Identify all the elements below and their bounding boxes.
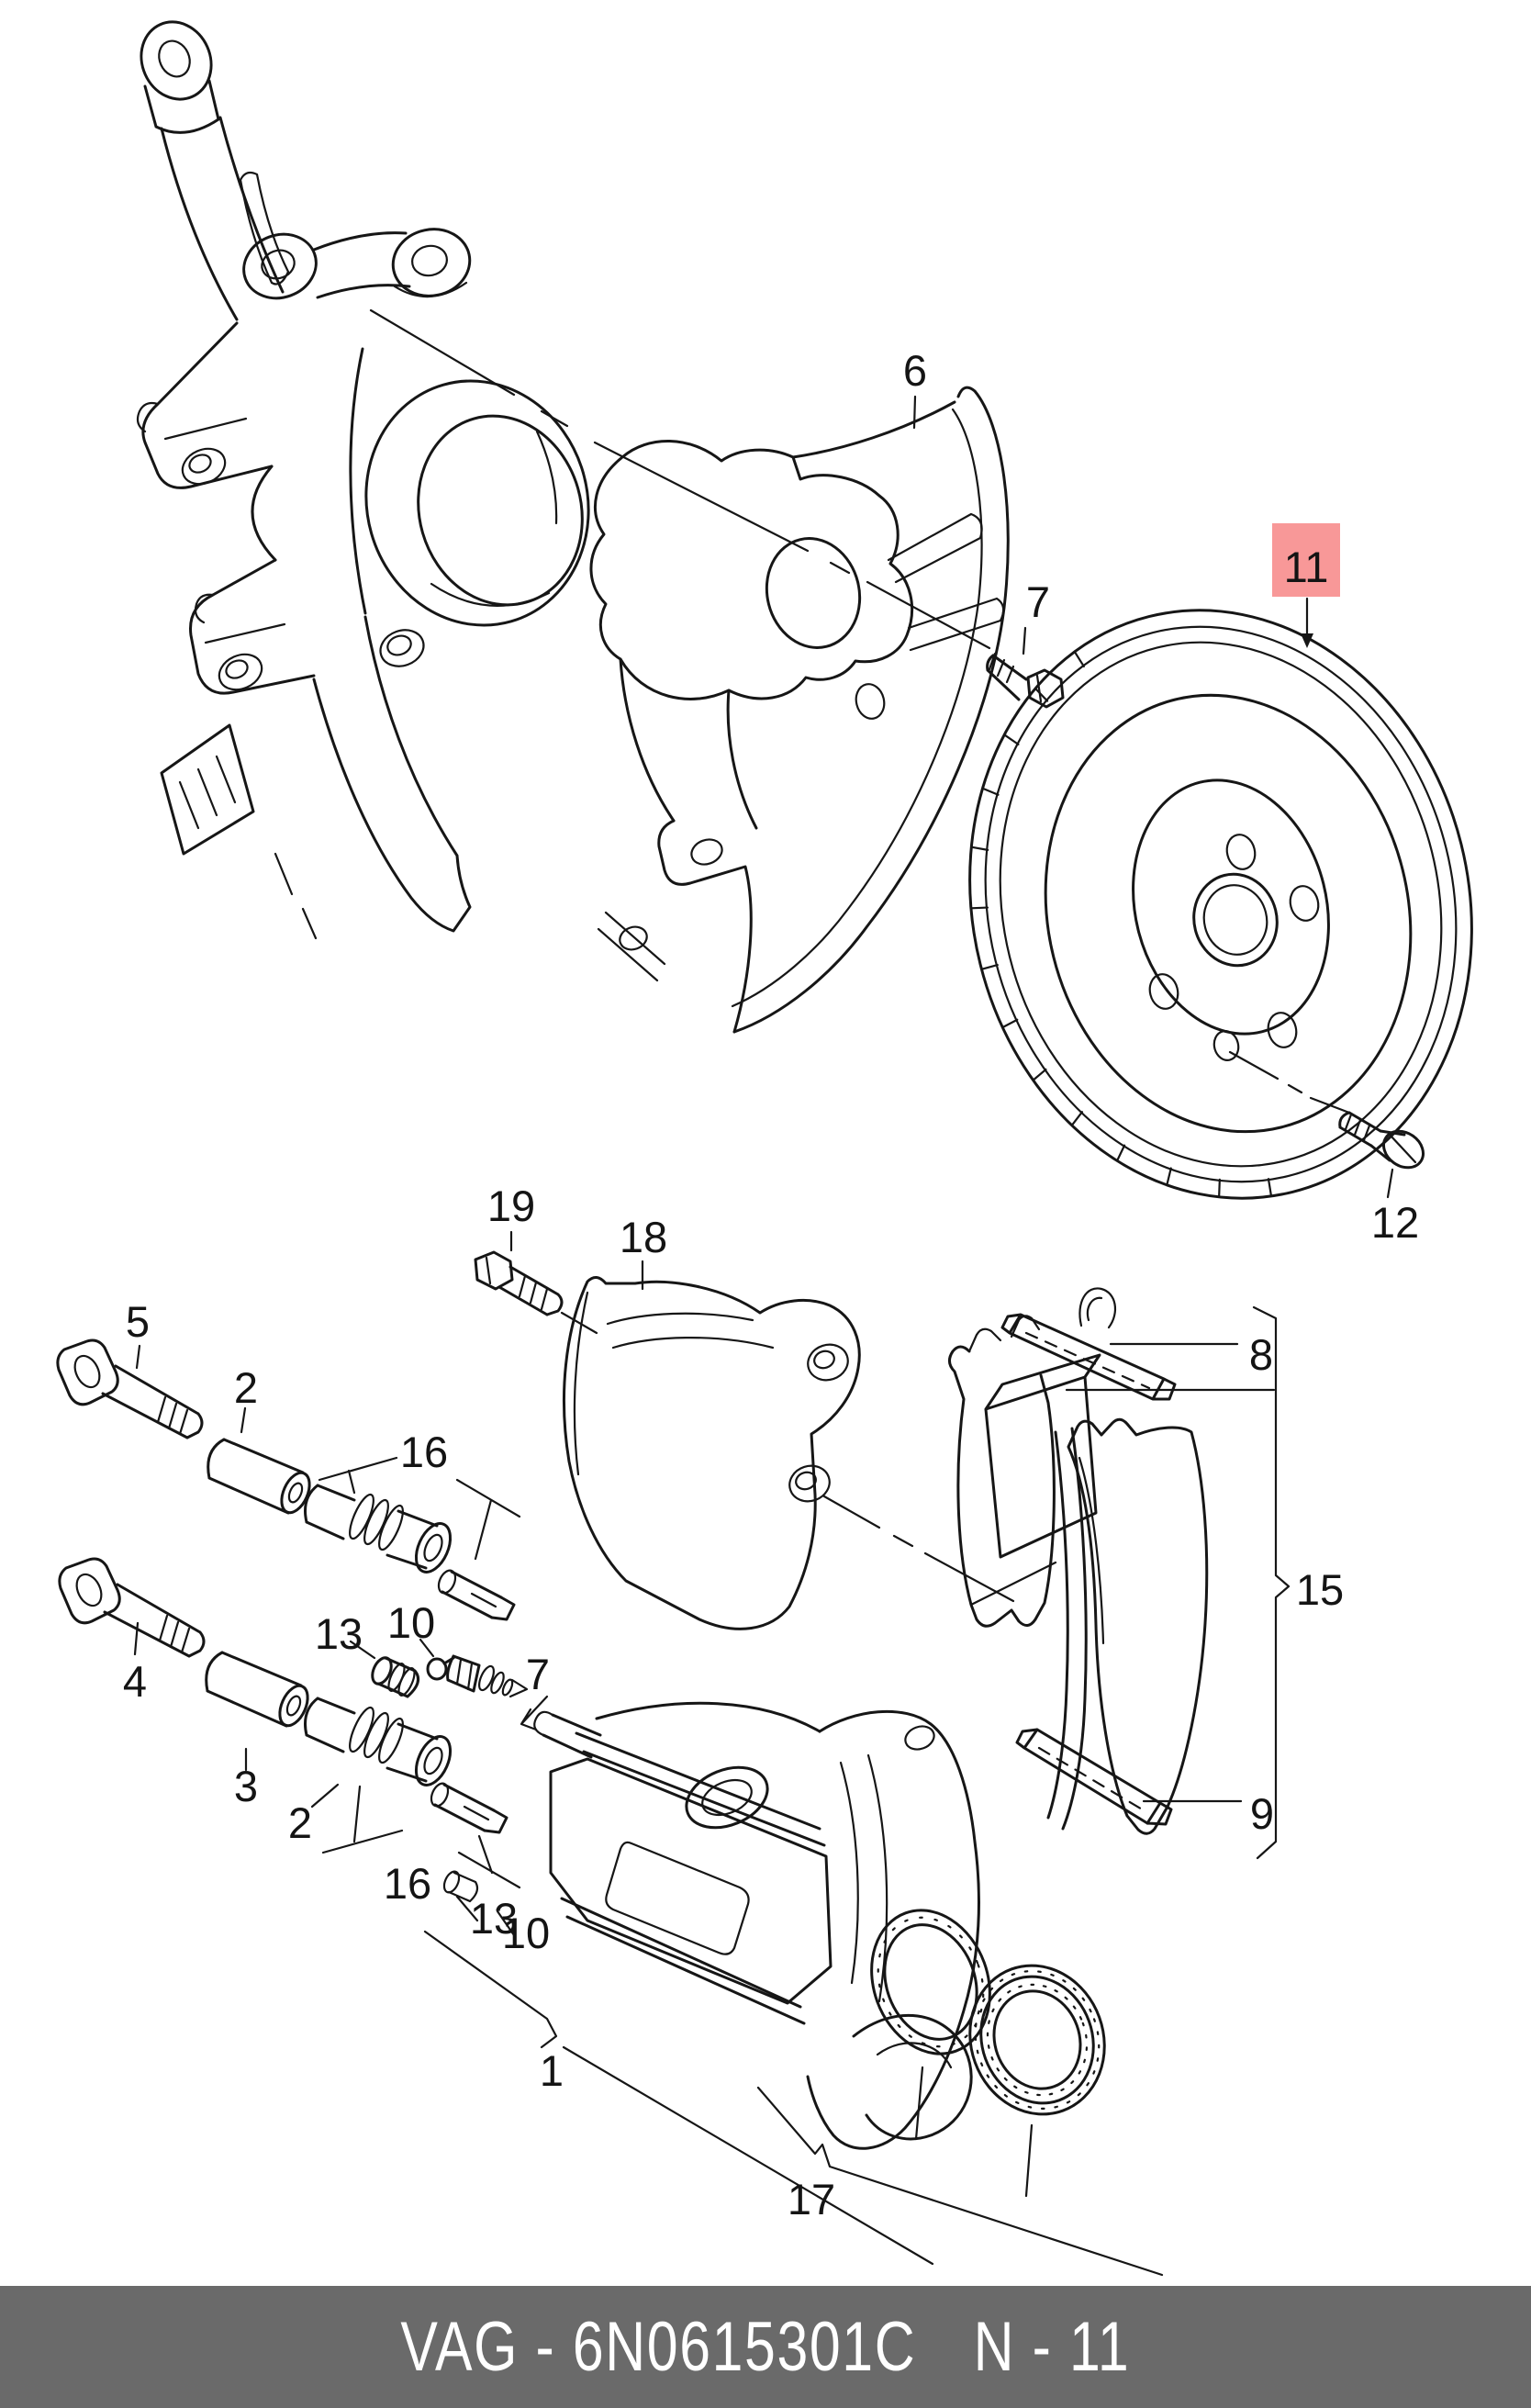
disc-vent-tick bbox=[970, 846, 989, 851]
disc-vent-tick bbox=[1003, 734, 1020, 745]
part-callout-11-highlighted: 11 bbox=[1284, 543, 1329, 591]
caliper-heat-shield-drawing bbox=[563, 1276, 861, 1630]
part-callout-13-15: 13 bbox=[470, 1894, 518, 1943]
disc-vent-tick bbox=[1218, 1178, 1221, 1198]
disc-vent-tick bbox=[1034, 687, 1049, 702]
brake-caliper-drawing bbox=[533, 1701, 980, 2150]
callout-10b-leader bbox=[496, 1910, 516, 1937]
callout-6-leader bbox=[912, 395, 917, 430]
brake-disc-drawing bbox=[968, 609, 1473, 1200]
disc-vent-ticks bbox=[969, 650, 1273, 1198]
footer-page-number: N - 11 bbox=[973, 2308, 1131, 2386]
part-callout-10-11: 10 bbox=[387, 1598, 435, 1647]
callout-2b-leader bbox=[310, 1783, 340, 1809]
disc-vent-tick bbox=[1267, 1178, 1273, 1198]
callout-11-arrowhead bbox=[1301, 633, 1313, 648]
footer-part-number: VAG - 6N0615301C bbox=[400, 2308, 917, 2386]
seal-leader-dashes bbox=[914, 2066, 1034, 2198]
part-callout-10-12: 10 bbox=[502, 1909, 550, 1957]
callout-2a-leader bbox=[240, 1406, 247, 1434]
disc-vent-tick bbox=[1115, 1144, 1126, 1162]
part-callout-8-9: 8 bbox=[1249, 1330, 1273, 1379]
bracket-15 bbox=[1252, 1305, 1291, 1860]
disc-vent-tick bbox=[1070, 1111, 1084, 1126]
brake-pads-drawing bbox=[948, 1287, 1209, 1835]
part-callout-15-16: 15 bbox=[1296, 1565, 1344, 1614]
part-callout-12-13: 12 bbox=[1371, 1198, 1419, 1247]
bleeder-valve-drawing bbox=[426, 1654, 529, 1698]
disc-vent-tick bbox=[1073, 650, 1085, 668]
splash-shield-drawing bbox=[589, 386, 1010, 1034]
callout-4-leader bbox=[133, 1621, 140, 1656]
heat-shield-bolt-drawing bbox=[474, 1250, 598, 1335]
bleeder-cap-drawing bbox=[371, 1656, 420, 1698]
part-callout-1-0: 1 bbox=[540, 2046, 564, 2095]
shield-centerline-dashed bbox=[822, 1495, 1015, 1603]
part-callout-6-6: 6 bbox=[903, 346, 927, 395]
guide-bushing-drawing bbox=[304, 1484, 453, 1574]
footer-bar: VAG - 6N0615301C N - 11 bbox=[0, 2286, 1531, 2408]
part-callout-17-19: 17 bbox=[788, 2175, 835, 2223]
disc-vent-tick bbox=[980, 964, 999, 970]
disc-screw-drawing bbox=[1228, 1050, 1425, 1199]
footer-text: VAG - 6N0615301C N - 11 bbox=[401, 2307, 1131, 2387]
part-callout-7-8: 7 bbox=[526, 1650, 550, 1698]
part-callout-4-4: 4 bbox=[123, 1657, 147, 1706]
assembly-centerline-dashed bbox=[369, 308, 991, 650]
highlight-box-11 bbox=[1272, 523, 1340, 597]
guide-sleeve-drawing bbox=[207, 1438, 311, 1515]
bracket-16a bbox=[318, 1456, 521, 1561]
part-callout-13-14: 13 bbox=[315, 1609, 363, 1658]
guide-bolt-drawing bbox=[56, 1338, 204, 1439]
disc-vent-tick bbox=[1032, 1068, 1047, 1081]
shield-bolt-drawing bbox=[986, 626, 1065, 709]
callout-5-leader bbox=[135, 1344, 141, 1370]
disc-vent-tick bbox=[1166, 1167, 1172, 1186]
disc-vent-tick bbox=[1001, 1018, 1019, 1029]
bracket-1 bbox=[423, 1930, 934, 2266]
part-callout-18-20: 18 bbox=[620, 1213, 667, 1261]
part-callout-2-2: 2 bbox=[288, 1798, 312, 1847]
bracket-16b bbox=[321, 1785, 521, 1889]
part-callout-9-10: 9 bbox=[1250, 1789, 1274, 1838]
callout-13a-leader bbox=[349, 1640, 376, 1660]
callout-13b-leader bbox=[455, 1895, 479, 1922]
part-callout-5-5: 5 bbox=[126, 1297, 150, 1346]
steering-knuckle-drawing bbox=[136, 20, 590, 940]
part-callout-7-7: 7 bbox=[1026, 577, 1050, 626]
seal-rings-drawing bbox=[870, 1909, 1106, 2116]
bracket-17 bbox=[756, 2086, 1164, 2277]
assembly-arrow bbox=[520, 1695, 549, 1731]
callout-10a-leader bbox=[419, 1638, 435, 1658]
disc-vent-tick bbox=[981, 787, 1000, 796]
disc-vent-tick bbox=[969, 906, 989, 910]
part-callout-19-21: 19 bbox=[487, 1182, 535, 1230]
bleeder-cap-lower-drawing bbox=[442, 1870, 479, 1903]
part-callout-3-3: 3 bbox=[234, 1762, 258, 1810]
part-callout-2-1: 2 bbox=[234, 1363, 258, 1412]
part-callout-16-18: 16 bbox=[384, 1859, 431, 1908]
part-callout-16-17: 16 bbox=[400, 1428, 448, 1476]
guide-pin-drawing bbox=[437, 1569, 516, 1621]
